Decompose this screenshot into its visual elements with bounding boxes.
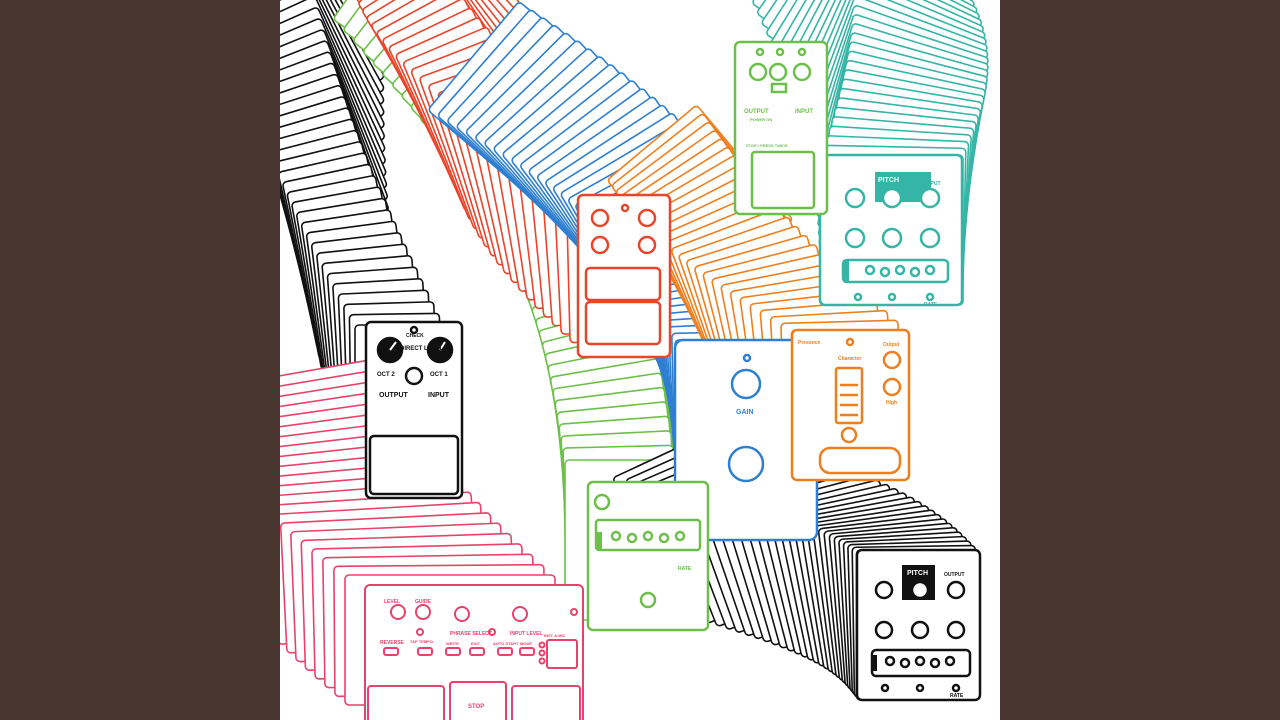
looper-tap-tempo-label: TAP TEMPO — [410, 639, 433, 644]
small-green-pedal: RATE — [586, 480, 710, 632]
black-pitch-pedal: PITCH OUTPUT RATE — [855, 548, 982, 702]
octave-oct1-label: OCT 1 — [430, 372, 448, 378]
green-delay-pedal: OUTPUT INPUT POWER ON STOP / PRESS TWICE — [733, 40, 829, 216]
delay-stop-label: STOP / PRESS TWICE — [746, 143, 788, 148]
delay-output-label: OUTPUT — [744, 109, 769, 115]
artwork-canvas: PITCH OUTPUT RATE OUTPUT INPUT POWER ON … — [280, 0, 1000, 720]
teal-rate-label: RATE — [924, 302, 938, 308]
looper-stop-label: STOP — [468, 704, 484, 710]
looper-inst-mic-label: INST & MIC — [544, 633, 566, 638]
looper-guide-label: GUIDE — [415, 599, 432, 605]
looper-phrase-select-label: PHRASE SELECT — [450, 631, 492, 637]
octave-direct-level-label: DIRECT LEVEL — [400, 346, 444, 352]
orange-amp-pedal: Presence Character Output High — [790, 328, 911, 482]
delay-power-label: POWER ON — [750, 117, 772, 122]
amp-output-label: Output — [883, 342, 900, 348]
black-rate-label: RATE — [950, 693, 964, 699]
looper-reverse-label: REVERSE — [380, 640, 405, 646]
pedal-illustration: PITCH OUTPUT RATE OUTPUT INPUT POWER ON … — [280, 0, 989, 720]
teal-output-label: OUTPUT — [920, 181, 941, 187]
octave-oct2-label: OCT 2 — [377, 372, 395, 378]
small-green-rate-label: RATE — [678, 566, 692, 572]
octave-input-label: INPUT — [428, 392, 450, 399]
red-pedal — [576, 193, 672, 359]
looper-level-label: LEVEL — [384, 599, 400, 605]
black-pedal-fan — [280, 0, 446, 496]
blue-gain-pedal: GAIN — [673, 338, 819, 542]
looper-mode-label: MODE — [520, 641, 532, 646]
looper-input-level-label: INPUT LEVEL — [510, 631, 543, 637]
looper-write-label: WRITE — [446, 641, 459, 646]
black-octave-pedal: CHECK DIRECT LEVEL OCT 2 OCT 1 OUTPUT IN… — [364, 320, 464, 500]
amp-presence-label: Presence — [798, 340, 820, 346]
octave-output-label: OUTPUT — [379, 392, 409, 399]
black-pitch-label: PITCH — [907, 570, 928, 577]
octave-check-label: CHECK — [406, 333, 424, 339]
pink-looper-pedal: LEVEL GUIDE REVERSE TAP TEMPO PHRASE SEL… — [364, 584, 584, 720]
delay-input-label: INPUT — [795, 109, 813, 115]
amp-character-label: Character — [838, 356, 861, 362]
looper-exit-label: EXIT — [471, 641, 480, 646]
black-output-label: OUTPUT — [944, 572, 965, 578]
looper-auto-start-label: AUTO START — [493, 641, 519, 646]
teal-pitch-pedal: PITCH OUTPUT RATE — [818, 153, 964, 308]
amp-high-label: High — [886, 400, 897, 406]
gain-label: GAIN — [736, 409, 754, 416]
teal-pitch-label: PITCH — [878, 177, 899, 184]
